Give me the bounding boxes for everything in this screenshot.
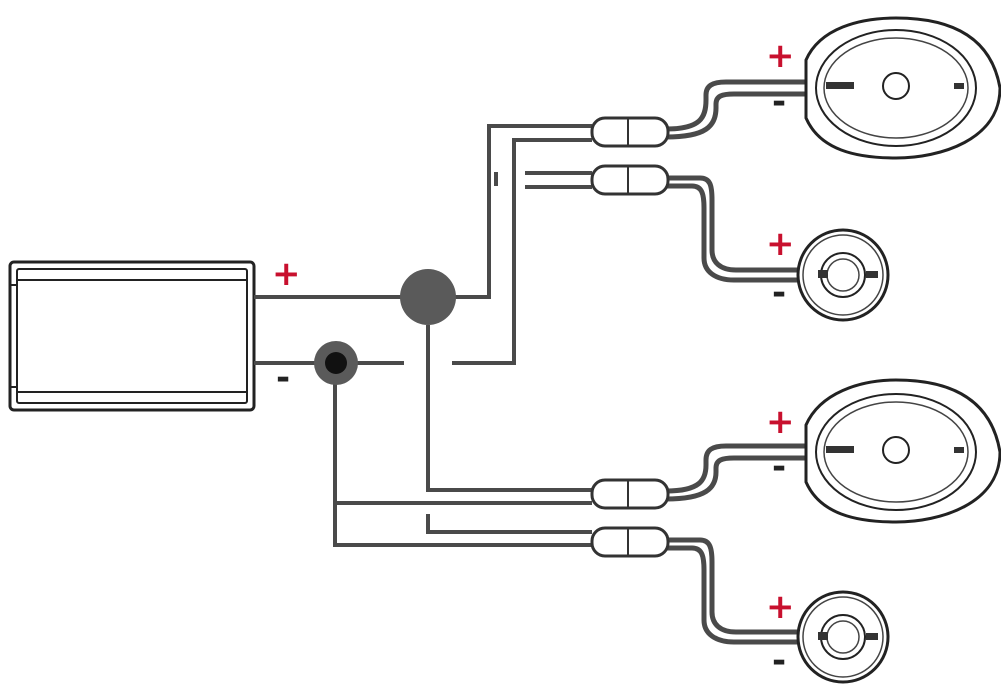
oval-speaker-1 xyxy=(804,16,1001,160)
speaker-dustcap xyxy=(882,436,910,464)
wire-neg-to-lower-group xyxy=(333,383,592,547)
speaker-1-positive-label: + xyxy=(766,36,795,76)
crossover-connector-3 xyxy=(590,478,670,510)
amp-positive-label: + xyxy=(272,254,301,294)
wire-group xyxy=(254,79,806,645)
oval-speaker-3 xyxy=(804,378,1001,524)
speaker-3-positive-label: + xyxy=(766,402,795,442)
wire-to-speaker-2 xyxy=(666,175,803,273)
crossover-connector-2 xyxy=(590,164,670,196)
wire-neg-to-upper-group xyxy=(452,138,592,365)
wire-to-speaker-1 xyxy=(665,79,806,132)
wire-to-speaker-3 xyxy=(665,443,806,494)
speaker-3-negative-label: - xyxy=(772,447,786,487)
wire-lower-stub xyxy=(426,514,592,534)
crossover-connector-4 xyxy=(590,526,670,558)
speaker-2-negative-label: - xyxy=(772,273,786,313)
positive-junction xyxy=(400,269,456,325)
tweeter-speaker-2 xyxy=(796,228,890,322)
negative-junction-core xyxy=(325,352,347,374)
tweeter-speaker-4 xyxy=(796,590,890,684)
speaker-2-positive-label: + xyxy=(766,224,795,264)
crossover-connector-1 xyxy=(590,116,670,148)
wire-to-speaker-4 xyxy=(666,537,803,635)
speaker-4-negative-label: - xyxy=(772,641,786,681)
speaker-dustcap xyxy=(882,72,910,100)
amplifier xyxy=(8,260,256,412)
speaker-1-negative-label: - xyxy=(772,82,786,122)
amp-negative-label: - xyxy=(276,358,290,398)
wire-pos-to-top-connector xyxy=(455,124,592,299)
speaker-4-positive-label: + xyxy=(766,587,795,627)
wire-pos-to-lower-group xyxy=(426,325,592,492)
